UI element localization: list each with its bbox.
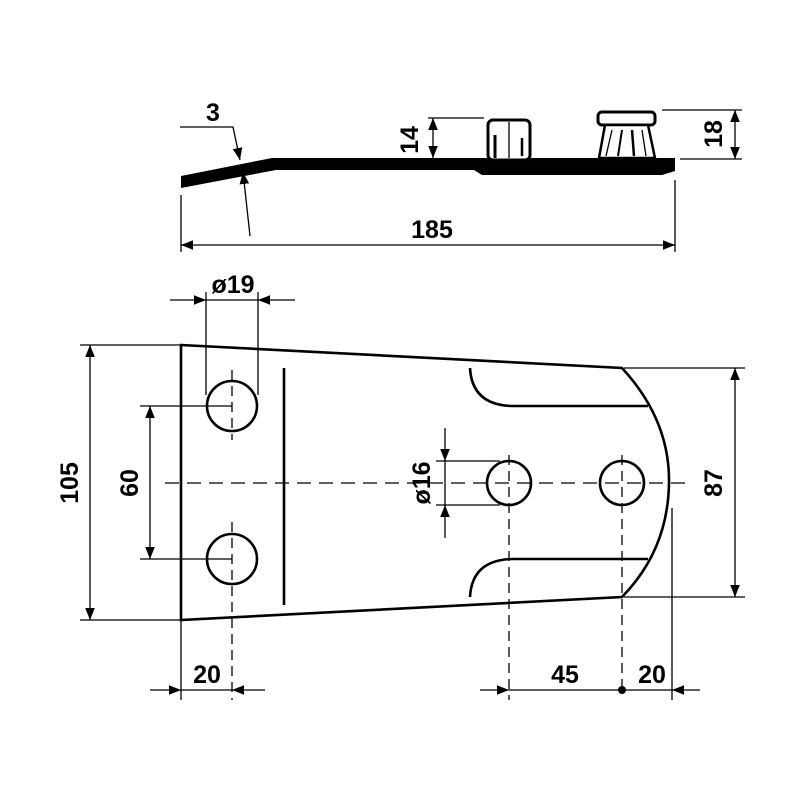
dimension-hole-spacing: 60 bbox=[116, 405, 232, 560]
dimension-label: 185 bbox=[411, 216, 453, 244]
dimension-label: 3 bbox=[206, 99, 220, 127]
nut bbox=[596, 110, 657, 160]
dimension-end-hole-offset: 20 bbox=[622, 508, 700, 700]
dimension-small-hole-diameter: ø16 bbox=[408, 428, 500, 538]
dimension-label: 105 bbox=[56, 462, 84, 504]
dimension-label: 20 bbox=[638, 661, 666, 689]
side-view: 3 14 18 185 bbox=[180, 99, 742, 252]
plan-view: ø19 105 60 ø16 87 bbox=[56, 271, 745, 700]
dimension-left-hole-offset: 20 bbox=[150, 620, 265, 700]
dimension-label: 45 bbox=[551, 661, 579, 689]
dimension-label: 87 bbox=[700, 469, 728, 497]
dimension-bolt-height: 14 bbox=[396, 117, 484, 158]
dimension-nut-height: 18 bbox=[662, 109, 742, 160]
dimension-small-hole-spacing: 45 bbox=[480, 661, 626, 695]
dimension-thickness: 3 bbox=[180, 99, 251, 237]
upper-slot bbox=[468, 367, 648, 408]
dimension-label: 18 bbox=[700, 120, 728, 148]
dimension-label: ø19 bbox=[211, 271, 254, 299]
dimension-end-width: 87 bbox=[624, 367, 745, 598]
dimension-label: 14 bbox=[396, 126, 424, 154]
plate-outline bbox=[179, 343, 671, 622]
bolt-head bbox=[486, 118, 532, 162]
dimension-label: 20 bbox=[193, 661, 221, 689]
lower-slot bbox=[468, 557, 648, 598]
plate-profile bbox=[181, 158, 675, 188]
dimension-label: 60 bbox=[116, 469, 144, 497]
dimension-large-hole-diameter: ø19 bbox=[170, 271, 295, 395]
dimension-overall-width: 105 bbox=[56, 344, 181, 621]
dimension-overall-length: 185 bbox=[180, 180, 676, 252]
dimension-label: ø16 bbox=[408, 461, 436, 504]
